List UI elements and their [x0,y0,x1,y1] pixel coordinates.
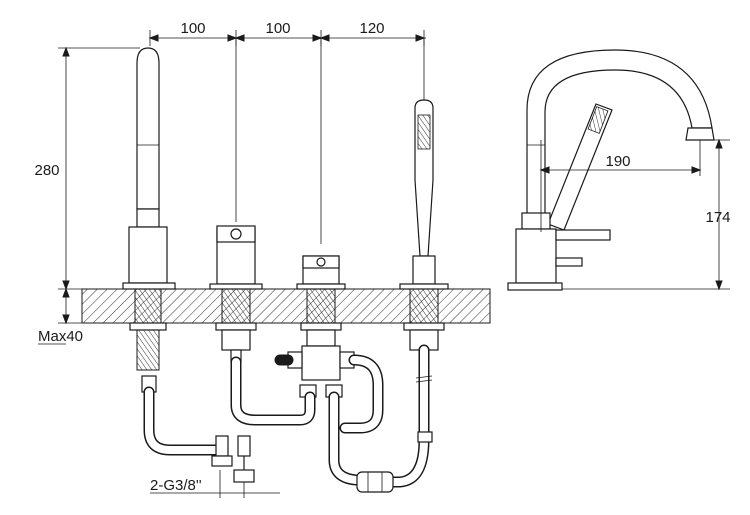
dimension-spacing-1: 100 [180,20,205,37]
dimension-side-height: 174 [705,209,730,226]
handle-icon [209,225,263,363]
hose-icon [143,344,433,493]
hand-shower-icon [399,99,449,351]
dimension-spacing-3: 120 [359,20,384,37]
dimension-spout-height: 280 [34,162,59,179]
dimension-spacing-2: 100 [265,20,290,37]
side-view-icon [507,49,715,291]
connection-dimension [150,470,280,498]
reach-dimension [539,140,702,232]
height-dimension [58,46,140,291]
diverter-icon [287,255,355,398]
dimension-max-deck: Max40 [38,328,83,345]
dimension-connection: 2-G3/8'' [150,477,202,494]
side-height-dimension [562,138,730,291]
spout-icon [122,47,176,393]
top-dimension-chain [148,30,426,46]
dimension-reach: 190 [605,153,630,170]
deck-thickness-dimension [38,287,82,345]
